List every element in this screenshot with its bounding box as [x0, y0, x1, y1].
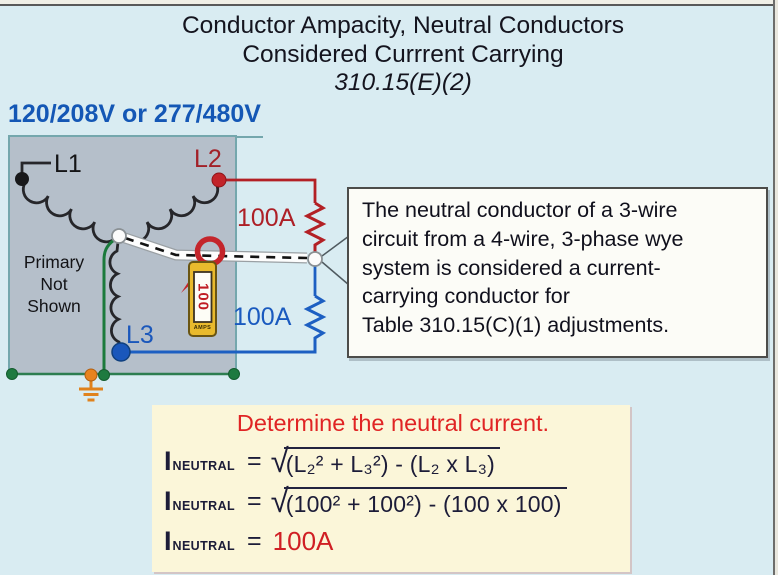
blue-load-resistor — [130, 294, 327, 354]
radical-expression: √(100² + 100²) - (100 x 100) — [270, 482, 567, 519]
equals-sign: = — [247, 447, 262, 475]
l2-terminal-dot — [211, 172, 227, 188]
ground-electrode-dot — [84, 368, 98, 382]
current-symbol: I — [164, 446, 172, 476]
figure-title: Conductor Ampacity, Neutral Conductors C… — [28, 12, 778, 97]
clamp-meter — [181, 236, 226, 337]
callout-pointer — [321, 235, 350, 286]
l1-winding-coil — [21, 182, 120, 244]
page-top-edge — [0, 0, 778, 6]
equals-sign: = — [247, 487, 262, 515]
radicand-symbolic: (L₂² + L₃²) - (L₂ x L₃) — [283, 447, 501, 477]
ground-bus-dot-center — [98, 369, 110, 381]
system-voltage-label: 120/208V or 277/480V — [8, 100, 261, 128]
current-symbol: I — [164, 526, 172, 556]
neutral-dash-stripe — [124, 236, 308, 260]
label-l1: L1 — [54, 150, 82, 178]
current-subscript: NEUTRAL — [172, 499, 236, 513]
l3-winding-coil — [108, 241, 123, 350]
ground-symbol — [79, 380, 103, 402]
l3-terminal-dot — [111, 342, 131, 362]
explanation-callout: The neutral conductor of a 3-wire circui… — [347, 187, 768, 358]
wye-center-node — [111, 228, 127, 244]
radicand-numeric: (100² + 100²) - (100 x 100) — [283, 487, 567, 517]
callout-pointer-upper — [321, 235, 350, 257]
radical-sign-icon: √ — [270, 442, 289, 479]
label-l3: L3 — [126, 321, 154, 349]
callout-pointer-lower — [321, 261, 350, 286]
radical-expression: √(L₂² + L₃²) - (L₂ x L₃) — [270, 442, 501, 479]
label-l2: L2 — [194, 145, 222, 173]
current-subscript: NEUTRAL — [172, 459, 236, 473]
neutral-to-ground-wire — [102, 238, 115, 372]
l2-winding-coil — [122, 182, 220, 244]
phase-red-circuit — [219, 178, 327, 252]
ground-bus-dot-left — [6, 368, 18, 380]
equals-sign: = — [247, 527, 262, 555]
primary-not-shown-note: Primary Not Shown — [23, 252, 85, 316]
ground-bus-dot-right — [228, 368, 240, 380]
formula-heading: Determine the neutral current. — [236, 410, 550, 436]
page-right-edge — [773, 0, 778, 575]
result-value: 100A — [272, 526, 334, 556]
l1-terminal-dot — [15, 172, 29, 186]
wye-windings — [20, 161, 220, 350]
figure-title-text: Conductor Ampacity, Neutral Conductors C… — [181, 12, 625, 68]
grounding-conductor — [102, 238, 115, 372]
neutral-conductor — [123, 232, 308, 264]
current-symbol: I — [164, 486, 172, 516]
code-reference: 310.15(E)(2) — [334, 69, 472, 96]
clamp-display — [193, 271, 213, 323]
red-load-resistor — [303, 201, 327, 252]
current-subscript: NEUTRAL — [172, 539, 236, 553]
phase-blue-circuit — [130, 266, 327, 354]
radical-sign-icon: √ — [270, 482, 289, 519]
load-bottom-amps-label: 100A — [233, 303, 292, 331]
red-wire — [219, 178, 317, 203]
clamp-meter-reading: 100 — [194, 283, 212, 312]
load-midpoint-node — [307, 251, 323, 267]
clamp-meter-units: AMPS — [193, 324, 212, 331]
load-top-amps-label: 100A — [237, 204, 296, 232]
